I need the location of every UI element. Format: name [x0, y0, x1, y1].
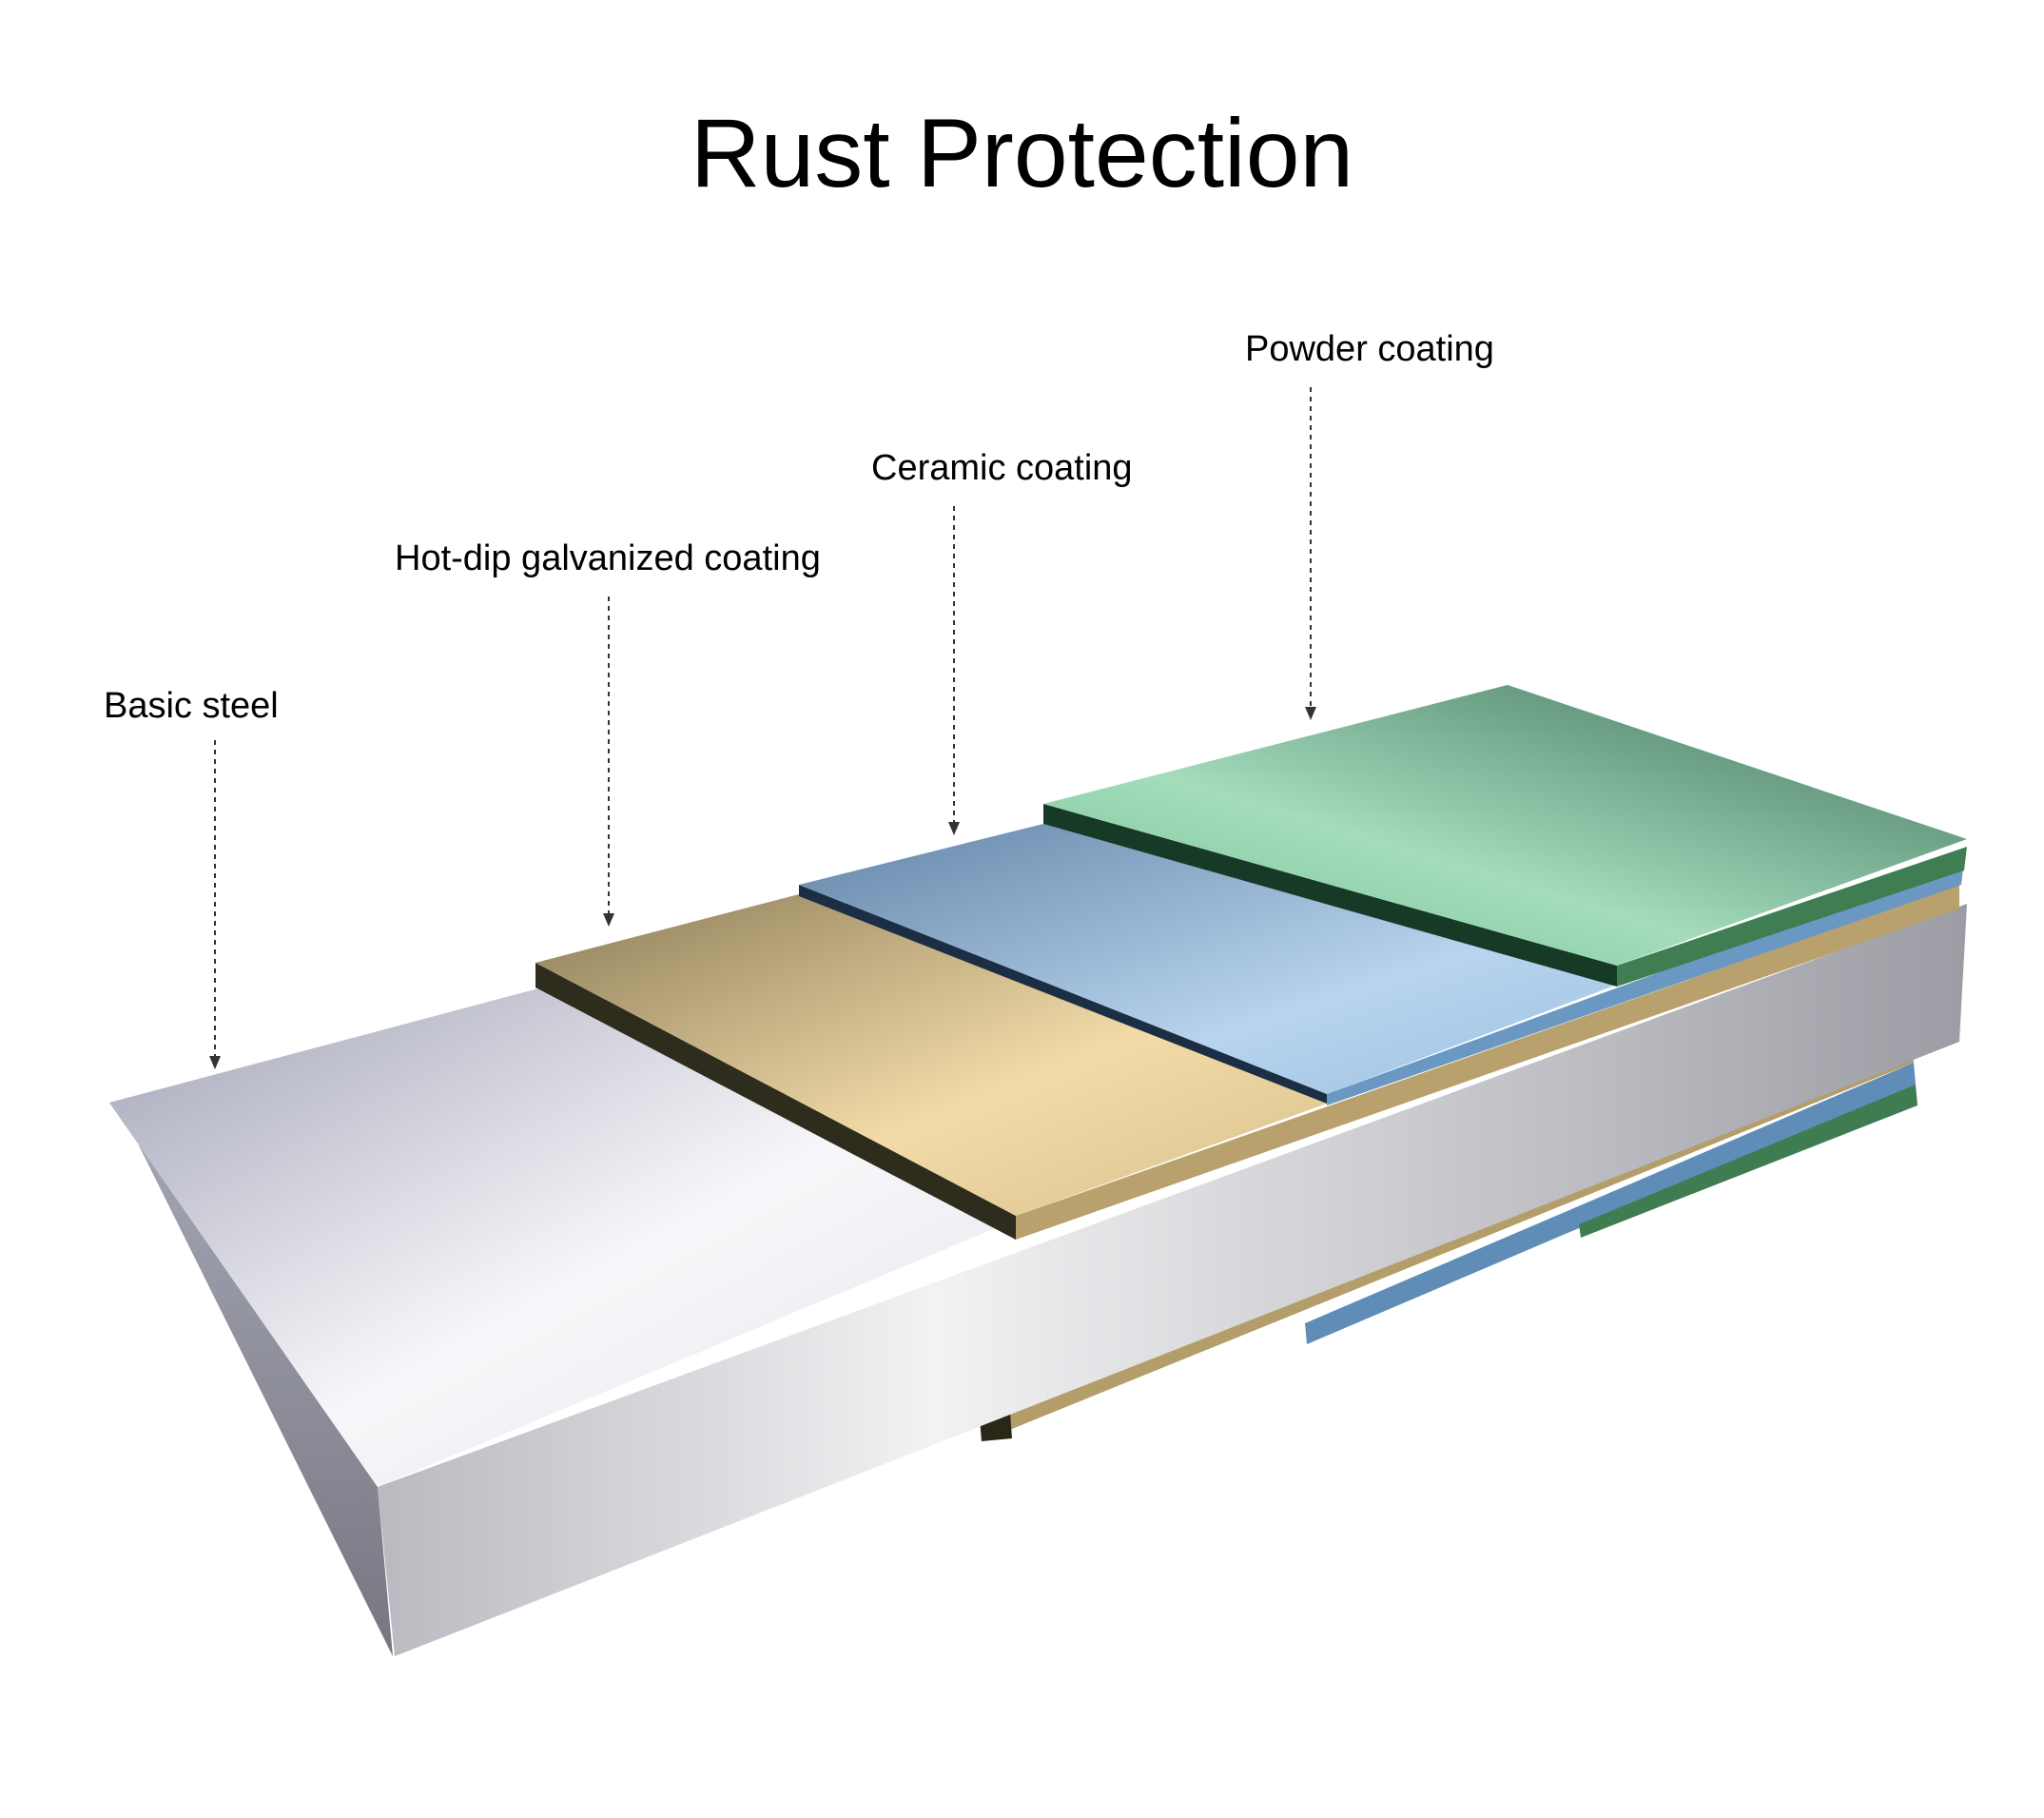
ceramic-layer-top — [799, 824, 1617, 1094]
leader-lines — [214, 387, 1312, 1058]
label-basic-steel: Basic steel — [104, 686, 279, 726]
diagram-title: Rust Protection — [690, 99, 1354, 207]
underside-ceramic-strip — [1305, 1063, 1916, 1344]
ceramic-layer-edge — [799, 885, 1327, 1104]
galvanized-layer-top — [535, 894, 1327, 1216]
powder-layer-top — [1043, 685, 1967, 966]
label-ceramic-coating: Ceramic coating — [871, 448, 1133, 488]
galvanized-layer — [535, 885, 1959, 1240]
underside-powder-strip — [1579, 1085, 1917, 1238]
arrowhead-ceramic — [948, 822, 960, 835]
steel-slab-front-face — [378, 904, 1967, 1656]
arrowhead-galvanized — [603, 913, 614, 927]
galvanized-layer-front — [1016, 885, 1959, 1240]
label-galvanized-coating: Hot-dip galvanized coating — [395, 538, 821, 578]
label-powder-coating: Powder coating — [1245, 329, 1494, 369]
leader-arrowheads — [209, 707, 1316, 1069]
arrowhead-powder — [1305, 707, 1316, 720]
galvanized-layer-edge — [535, 963, 1016, 1240]
powder-layer-edge — [1043, 804, 1617, 987]
arrowhead-steel — [209, 1056, 221, 1069]
powder-layer — [1043, 685, 1967, 987]
powder-layer-front — [1617, 847, 1967, 987]
